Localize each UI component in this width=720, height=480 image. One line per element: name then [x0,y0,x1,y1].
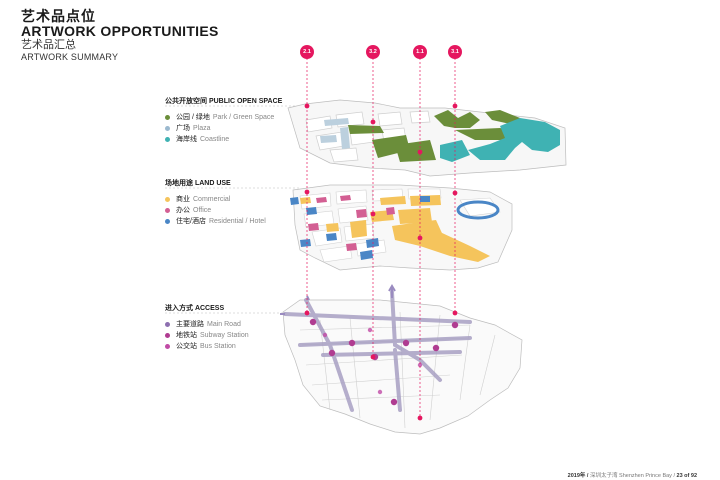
artwork-marker-1-1[interactable]: 1.1 [413,45,427,59]
land-use-layer [290,184,513,271]
marker-points [304,103,458,421]
coastline-dot-icon [165,136,170,142]
office-blocks [308,195,395,251]
legend-title: 进入方式 ACCESS [165,305,225,312]
commercial-dot-icon [165,196,170,202]
stadium-ring [456,200,500,220]
green-spaces [348,110,520,162]
legend-title: 公共开放空间 PUBLIC OPEN SPACE [165,98,283,105]
footer-project: 深圳太子湾 Shenzhen Prince Bay / [590,473,675,479]
page-header: 艺术品点位 ARTWORK OPPORTUNITIES 艺术品汇总 ARTWOR… [21,8,219,63]
bus-stations [322,327,423,395]
subway-dot-icon [165,332,170,338]
footer-year: 2019年 / [567,473,589,479]
page-subtitle-cn: 艺术品汇总 [21,39,76,51]
open-space-layer [287,99,567,177]
plaza-areas [320,118,350,149]
artwork-marker-2-1[interactable]: 2.1 [300,45,314,59]
page-footer: 2019年 / 深圳太子湾 Shenzhen Prince Bay / 23 o… [568,471,697,479]
office-dot-icon [165,207,170,213]
bus-dot-icon [165,343,170,349]
artwork-marker-3-2[interactable]: 3.2 [366,45,380,59]
plaza-dot-icon [165,125,170,131]
road-arrows [280,284,396,315]
page-title-en: ARTWORK OPPORTUNITIES [21,23,219,39]
page-title-cn: 艺术品点位 [21,8,96,24]
access-layer [280,284,523,435]
page-subtitle-en: ARTWORK SUMMARY [21,52,119,62]
artwork-marker-3-1[interactable]: 3.1 [448,45,462,59]
legend-title: 场地用途 LAND USE [165,180,231,187]
park-dot-icon [165,114,170,120]
main-roads [283,290,472,412]
main-road-dot-icon [165,321,170,327]
commercial-blocks [300,195,490,262]
footer-page-number: 23 of 92 [676,473,697,479]
residential-blocks [290,196,430,260]
residential-dot-icon [165,218,170,224]
